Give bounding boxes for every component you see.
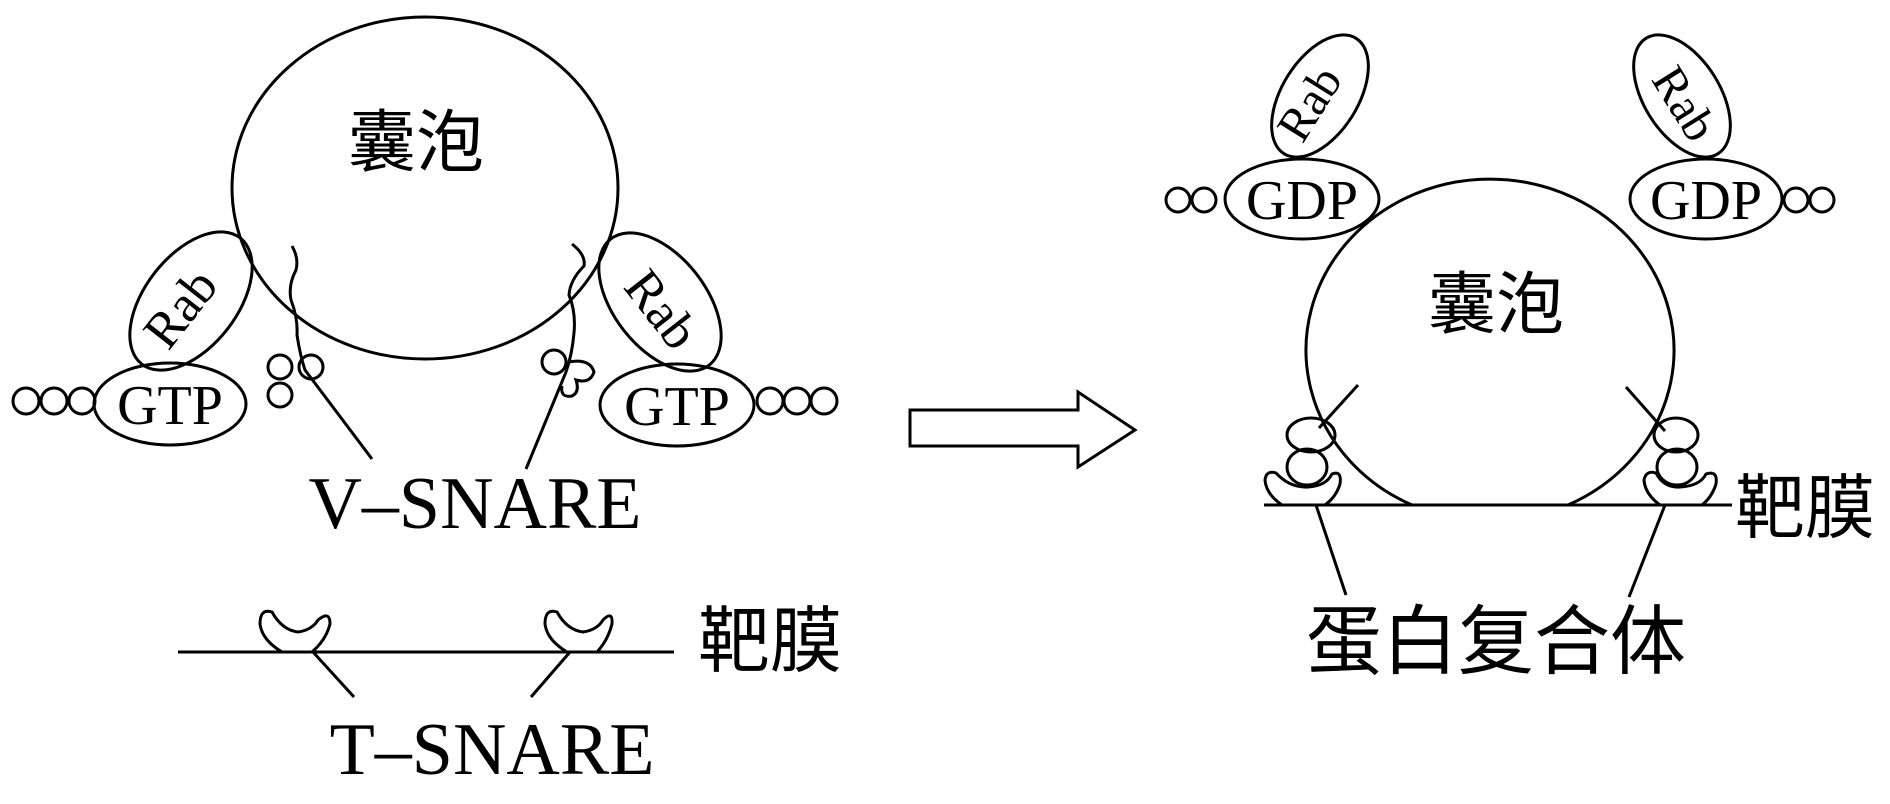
v-snare-bead — [540, 348, 568, 376]
gdp-label: GDP — [1246, 170, 1358, 232]
gtp-ellipse — [598, 362, 756, 448]
before-panel: 囊泡 Rab GTP Rab GTP V–SNARE — [11, 15, 842, 791]
rab-gtp-right: Rab GTP — [597, 231, 839, 448]
complex-bead — [1655, 447, 1699, 487]
v-snare-bead — [297, 353, 325, 381]
right-arrow-icon — [908, 389, 1138, 470]
phosphate-icon — [755, 386, 785, 416]
rab-gdp-right: Rab GDP — [1628, 33, 1836, 241]
complex-blob — [1652, 416, 1700, 454]
phosphate-icon — [1190, 186, 1218, 214]
v-snare-bead — [560, 359, 596, 398]
phosphate-icon — [1808, 186, 1836, 214]
vesicle-label: 囊泡 — [1428, 266, 1564, 345]
t-snare-pointer — [311, 650, 356, 699]
snare-complex-right — [1624, 386, 1718, 598]
v-snare-bead — [266, 381, 294, 409]
t-snare-cup — [543, 609, 614, 654]
vesicle-label: 囊泡 — [348, 104, 484, 183]
rab-label: Rab — [1641, 57, 1727, 151]
rab-gtp-left: Rab GTP — [11, 230, 254, 447]
t-snare-cup — [258, 609, 332, 654]
after-panel: 囊泡 Rab GDP Rab GDP 靶膜 — [1164, 33, 1875, 686]
t-snare-cup — [1263, 470, 1342, 507]
t-snare-label: T–SNARE — [330, 709, 655, 791]
rab-protein — [597, 231, 723, 373]
t-snare-pointer — [529, 651, 572, 698]
phosphate-icon — [1164, 186, 1192, 214]
t-snare-cup — [1642, 470, 1718, 507]
v-snare-label: V–SNARE — [308, 463, 641, 545]
v-snare-right — [524, 242, 586, 470]
complex-pointer — [1627, 504, 1667, 598]
phosphate-icon — [782, 386, 812, 416]
gdp-ellipse — [1628, 157, 1784, 241]
gdp-label: GDP — [1650, 170, 1762, 232]
phosphate-icon — [1782, 186, 1810, 214]
complex-pointer — [1314, 504, 1348, 596]
complex-label: 蛋白复合体 — [1306, 597, 1686, 686]
complex-blob — [1285, 416, 1337, 454]
complex-bead — [1285, 447, 1329, 487]
membrane-label: 靶膜 — [698, 599, 842, 683]
rab-protein — [128, 230, 254, 372]
rab-label: Rab — [613, 259, 709, 360]
vesicle — [1304, 177, 1676, 507]
snare-complex-left — [1263, 383, 1360, 596]
phosphate-icon — [809, 386, 839, 416]
v-snare-left — [288, 245, 374, 460]
phosphate-icon — [39, 386, 69, 416]
rab-protein — [1632, 33, 1732, 159]
v-snare-bead — [266, 353, 294, 381]
gtp-label: GTP — [624, 376, 730, 438]
rab-protein — [1270, 33, 1370, 159]
gtp-label: GTP — [117, 375, 223, 437]
rab-gdp-left: Rab GDP — [1164, 33, 1381, 241]
vesicle — [230, 15, 620, 361]
phosphate-icon — [11, 386, 41, 416]
rab-label: Rab — [1267, 57, 1353, 151]
membrane-label: 靶膜 — [1735, 467, 1875, 549]
phosphate-icon — [67, 386, 97, 416]
gdp-ellipse — [1223, 157, 1381, 241]
